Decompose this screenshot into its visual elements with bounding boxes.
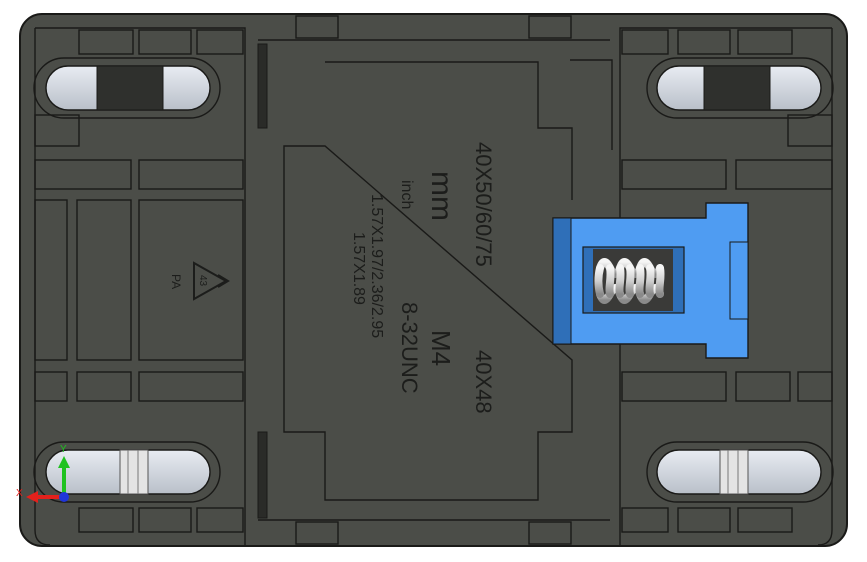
axis-triad-icon: Y X	[16, 444, 70, 503]
triad-x-label: X	[16, 488, 23, 499]
recycle-material: PA	[169, 274, 183, 289]
engraving-line1: 40X50/60/75	[471, 142, 496, 267]
slot-bottom-right	[646, 441, 834, 503]
slot-bottom-left	[33, 441, 221, 503]
spring-icon	[594, 258, 665, 304]
slot-top-left	[33, 57, 221, 119]
left-rail-bottom	[257, 431, 268, 519]
recycle-icon: 43 PA	[169, 261, 230, 301]
slot-top-right	[646, 57, 834, 119]
engraving-line2: mm	[425, 171, 458, 221]
part-ribs	[34, 15, 833, 546]
part-body	[19, 13, 848, 547]
engraving-line1-suffix: 40X48	[471, 350, 496, 414]
triad-y-label: Y	[60, 444, 67, 455]
left-rail-top	[257, 43, 268, 129]
recycle-code: 43	[197, 275, 208, 287]
engraving-text: 40X50/60/75 40X48 mm M4 inch 8-32UNC 1.5…	[350, 142, 496, 414]
engraving-line3: inch	[398, 180, 415, 209]
engraving-line4: 1.57X1.97/2.36/2.95	[368, 194, 385, 338]
engraving-line5: 1.57X1.89	[350, 232, 367, 305]
engraving-line2-suffix: M4	[426, 330, 456, 366]
engraving-line3-suffix: 8-32UNC	[397, 302, 422, 394]
